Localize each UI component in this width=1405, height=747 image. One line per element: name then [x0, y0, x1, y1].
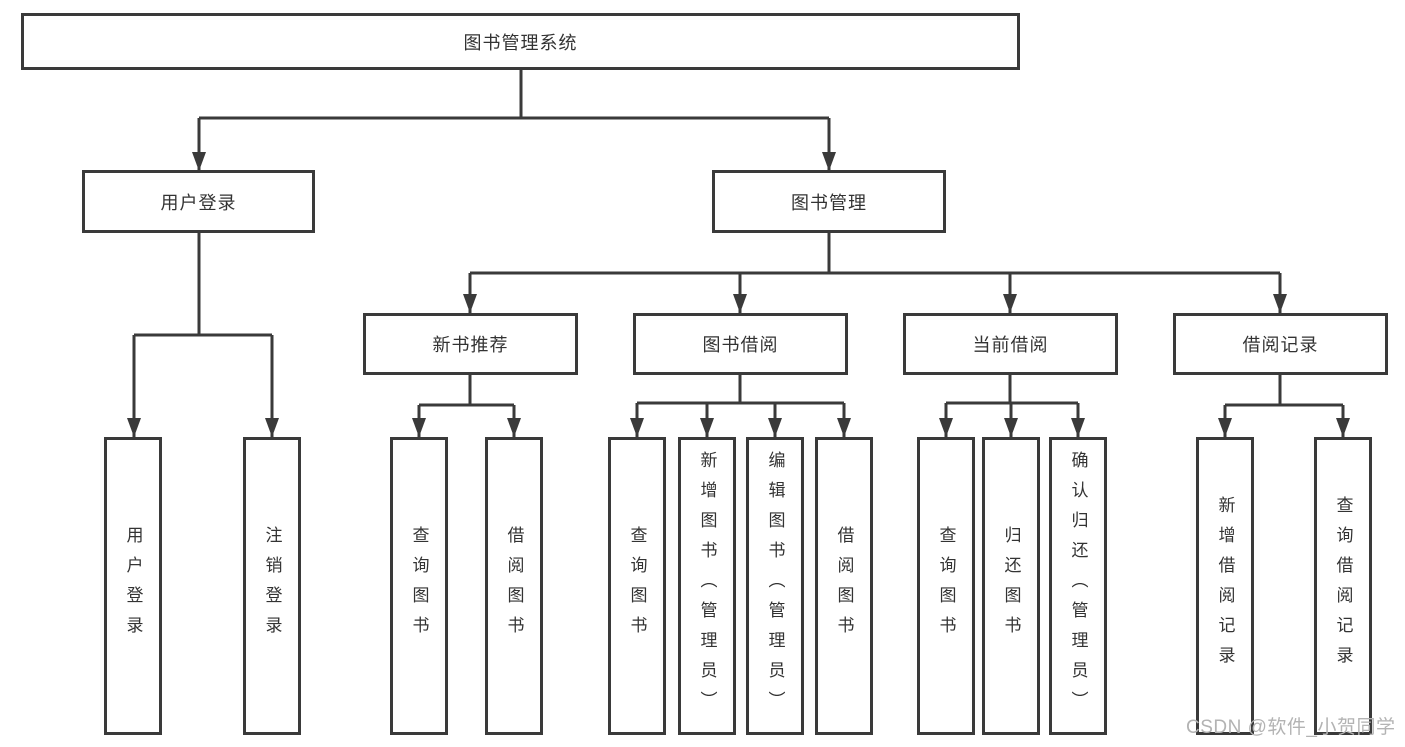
arrow-down-icon: [700, 418, 714, 437]
arrow-down-icon: [733, 294, 747, 313]
leaf-add-borrow-record: 新增借阅记录: [1196, 437, 1254, 735]
leaf-label: 查询图书: [936, 526, 956, 646]
leaf-label: 新增图书（管理员）: [697, 451, 717, 721]
arrow-down-icon: [630, 418, 644, 437]
arrow-down-icon: [837, 418, 851, 437]
leaf-user-login: 用户登录: [104, 437, 162, 735]
arrow-down-icon: [822, 152, 836, 171]
leaf-label: 用户登录: [123, 526, 143, 646]
node-current-borrow: 当前借阅: [903, 313, 1118, 375]
arrow-down-icon: [1218, 418, 1232, 437]
leaf-edit-book-admin: 编辑图书（管理员）: [746, 437, 804, 735]
connector-user-login-branch: [132, 233, 274, 437]
leaf-label: 查询图书: [627, 526, 647, 646]
leaf-query-book: 查询图书: [917, 437, 975, 735]
leaf-borrow-book: 借阅图书: [815, 437, 873, 735]
arrow-down-icon: [463, 294, 477, 313]
leaf-label: 借阅图书: [834, 526, 854, 646]
arrow-down-icon: [1004, 418, 1018, 437]
node-new-book-recommend: 新书推荐: [363, 313, 578, 375]
node-label: 新书推荐: [432, 335, 509, 355]
root-node-library-system: 图书管理系统: [21, 13, 1020, 70]
leaf-confirm-return-admin: 确认归还（管理员）: [1049, 437, 1107, 735]
node-label: 用户登录: [160, 192, 237, 213]
leaf-label: 新增借阅记录: [1215, 496, 1235, 676]
arrow-down-icon: [127, 418, 141, 437]
arrow-down-icon: [192, 152, 206, 171]
leaf-query-book: 查询图书: [390, 437, 448, 735]
connector-root-to-level2: [197, 70, 831, 170]
leaf-logout: 注销登录: [243, 437, 301, 735]
connector-book-management-branch: [468, 233, 1282, 313]
arrow-down-icon: [1003, 294, 1017, 313]
leaf-borrow-book: 借阅图书: [485, 437, 543, 735]
connector-book-borrow-leaves: [635, 375, 846, 437]
arrow-down-icon: [768, 418, 782, 437]
arrow-down-icon: [507, 418, 521, 437]
arrow-down-icon: [412, 418, 426, 437]
node-user-login-branch: 用户登录: [82, 170, 315, 233]
leaf-add-book-admin: 新增图书（管理员）: [678, 437, 736, 735]
leaf-query-book: 查询图书: [608, 437, 666, 735]
leaf-label: 归还图书: [1001, 526, 1021, 646]
leaf-label: 确认归还（管理员）: [1068, 451, 1088, 721]
node-label: 图书借阅: [702, 335, 779, 355]
arrow-down-icon: [939, 418, 953, 437]
arrow-down-icon: [1071, 418, 1085, 437]
leaf-label: 注销登录: [262, 526, 282, 646]
connector-borrow-record-leaves: [1223, 375, 1345, 437]
arrow-down-icon: [1273, 294, 1287, 313]
arrow-down-icon: [265, 418, 279, 437]
leaf-query-borrow-record: 查询借阅记录: [1314, 437, 1372, 735]
csdn-watermark: CSDN @软件_小贺同学: [1186, 717, 1396, 738]
leaf-label: 编辑图书（管理员）: [765, 451, 785, 721]
node-label: 借阅记录: [1242, 335, 1319, 355]
arrow-down-icon: [1336, 418, 1350, 437]
node-label: 当前借阅: [972, 335, 1049, 355]
root-node-label: 图书管理系统: [463, 32, 578, 53]
connector-current-borrow-leaves: [944, 375, 1080, 437]
node-label: 图书管理: [791, 192, 867, 213]
leaf-return-book: 归还图书: [982, 437, 1040, 735]
leaf-label: 查询图书: [409, 526, 429, 646]
node-book-borrow: 图书借阅: [633, 313, 848, 375]
connector-new-book-leaves: [417, 375, 516, 437]
leaf-label: 查询借阅记录: [1333, 496, 1353, 676]
node-book-management-branch: 图书管理: [712, 170, 946, 233]
leaf-label: 借阅图书: [504, 526, 524, 646]
node-borrow-record: 借阅记录: [1173, 313, 1388, 375]
